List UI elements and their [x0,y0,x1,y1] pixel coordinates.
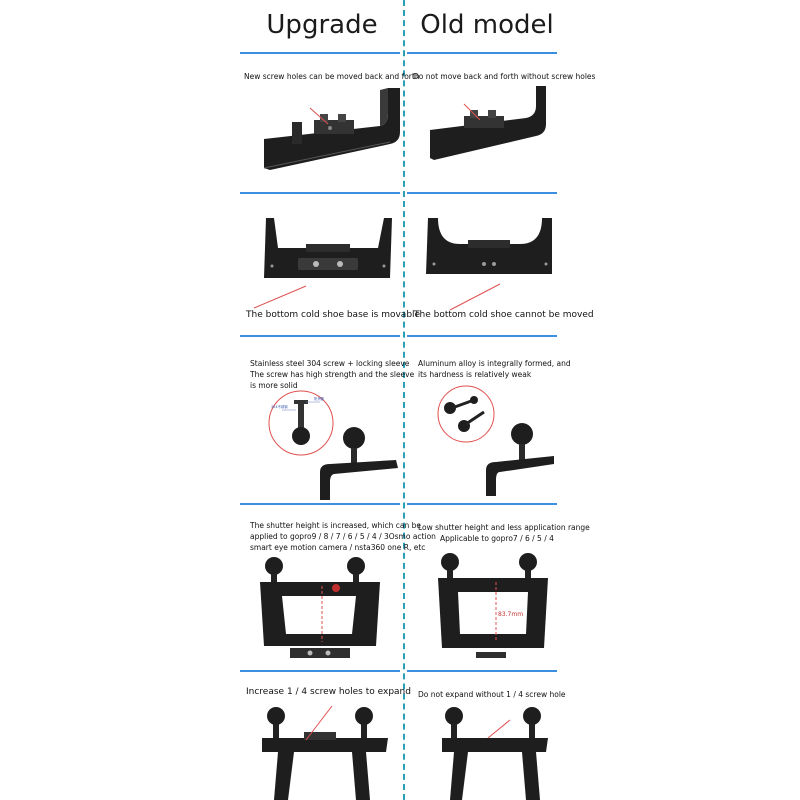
rule-left-4 [240,503,400,505]
s2-right-caption: The bottom cold shoe cannot be moved [414,310,594,320]
s3-right-line-2: its hardness is relatively weak [418,370,532,379]
s4-left-line-3: smart eye motion camera / nsta360 one R,… [250,543,426,552]
s4-right-cage-photo: 83.7mm [438,553,548,658]
s3-left-line-3: is more solid [250,381,298,390]
s1-right-cage-photo [430,86,546,160]
s2-right-cage-photo [426,218,552,274]
s5-right-cage-photo [442,707,548,800]
s3-left-line-1: Stainless steel 304 screw + locking slee… [250,359,410,368]
rule-left-2 [240,192,400,194]
s3-left-line-2: The screw has high strength and the slee… [250,370,415,379]
rule-left-3 [240,335,400,337]
rule-right-1 [407,52,557,54]
s3-left-screw-photo: 304不锈钢 防滑套 [268,390,398,500]
s4-right-line-1: Low shutter height and less application … [418,523,590,532]
rule-right-3 [407,335,557,337]
s1-right-caption: Do not move back and forth without screw… [413,72,596,81]
s1-left-cage-photo [263,88,400,170]
s3-left-caption: Stainless steel 304 screw + locking slee… [250,358,414,391]
s2-left-cage-photo [264,218,392,278]
s3-left-inset-label-1: 304不锈钢 [271,404,288,409]
rule-right-4 [407,503,557,505]
center-divider [403,0,405,800]
s5-left-cage-photo [262,705,388,800]
s3-right-screw-photo [437,385,554,496]
s3-left-inset-label-2: 防滑套 [314,396,325,401]
s2-left-arrow [253,285,307,309]
s4-left-caption: The shutter height is increased, which c… [250,520,436,553]
rule-right-2 [407,192,557,194]
s3-right-caption: Aluminum alloy is integrally formed, and… [418,358,571,380]
s5-left-caption: Increase 1 / 4 screw holes to expand [246,687,411,697]
s4-left-line-1: The shutter height is increased, which c… [250,521,421,530]
rule-left-5 [240,670,400,672]
header-old-model: Old model [420,10,554,40]
s4-right-measure: 83.7mm [498,611,523,618]
header-upgrade: Upgrade [266,10,378,40]
s4-right-caption: Low shutter height and less application … [418,522,590,544]
s3-right-line-1: Aluminum alloy is integrally formed, and [418,359,571,368]
s4-left-line-2: applied to gopro9 / 8 / 7 / 6 / 5 / 4 / … [250,532,436,541]
s5-right-caption: Do not expand without 1 / 4 screw hole [418,690,566,699]
rule-right-5 [407,670,557,672]
s2-right-arrow [449,283,501,311]
rule-left-1 [240,52,400,54]
s1-left-caption: New screw holes can be moved back and fo… [244,72,420,81]
s4-left-cage-photo [260,557,380,658]
s4-right-line-2: Applicable to gopro7 / 6 / 5 / 4 [440,534,554,543]
s2-left-caption: The bottom cold shoe base is movable [246,310,421,320]
